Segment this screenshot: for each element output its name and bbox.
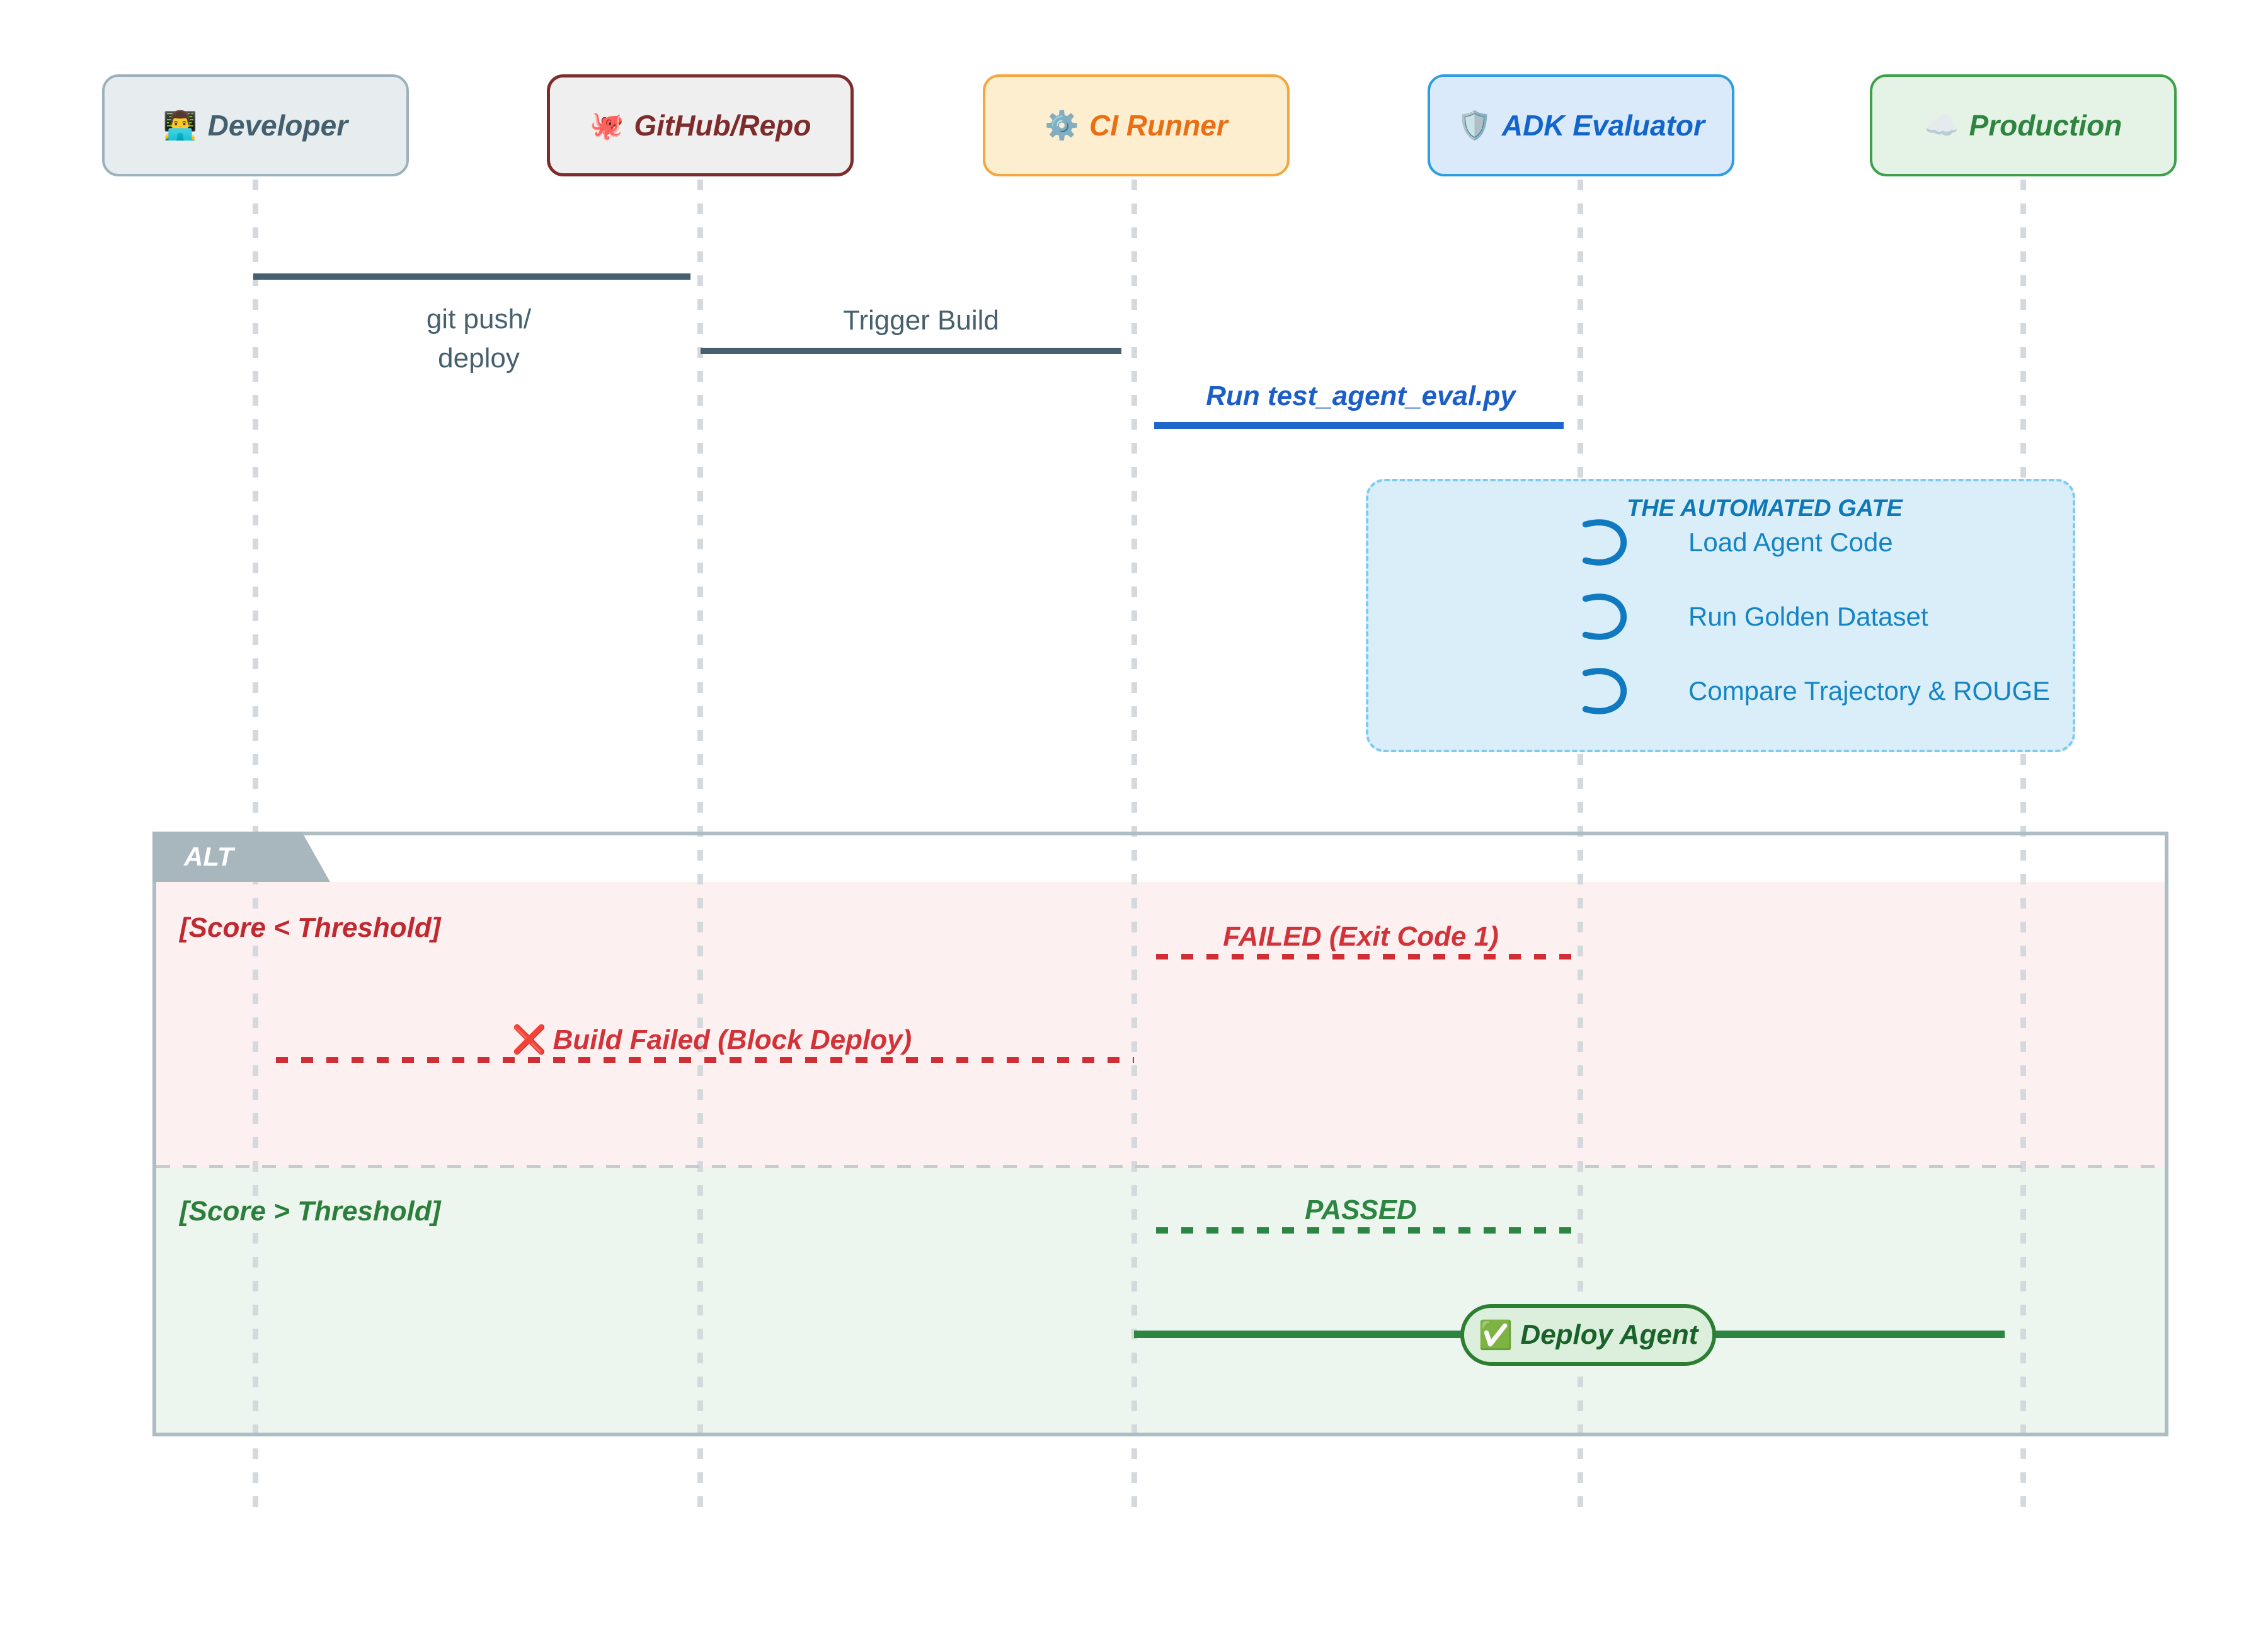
message-git-push-label-line1: git push/ (426, 304, 532, 335)
shield-icon: 🛡️ (1457, 110, 1492, 141)
message-passed-label: PASSED (1305, 1194, 1417, 1225)
lifeline-adk-evaluator (1578, 180, 1583, 1518)
actor-label: Production (1969, 109, 2122, 142)
alt-branch-divider (156, 1165, 2165, 1168)
alt-pass-section-background (156, 1167, 2165, 1433)
guard-fail-label: [Score < Threshold] (180, 912, 441, 943)
message-trigger-build-line (701, 348, 1121, 354)
message-failed-line (1156, 954, 1577, 959)
message-git-push-line (253, 273, 690, 280)
message-build-failed-line (276, 1057, 1134, 1063)
note-step-row: Load Agent Code (1576, 515, 1893, 570)
actor-label: GitHub/Repo (634, 109, 811, 142)
message-git-push-label-line2: deploy (438, 343, 520, 374)
actor-label: Developer (207, 109, 348, 142)
actor-label: ADK Evaluator (1501, 109, 1705, 142)
deploy-agent-pill: ✅ Deploy Agent (1460, 1304, 1716, 1366)
lifeline-github-repo (697, 180, 703, 1518)
note-title: THE AUTOMATED GATE (1627, 495, 1903, 522)
note-step-label: Load Agent Code (1688, 527, 1893, 557)
actor-label: CI Runner (1089, 109, 1228, 142)
actor-production: ☁️ Production (1870, 74, 2177, 176)
lifeline-ci-runner (1131, 180, 1137, 1518)
gear-icon: ⚙️ (1045, 110, 1079, 141)
alt-fail-section-background (156, 882, 2165, 1167)
note-step-row: Compare Trajectory & ROUGE (1576, 664, 2050, 718)
alt-tab: ALT (152, 832, 330, 882)
loop-arrow-icon (1582, 519, 1627, 566)
message-run-eval-line (1154, 422, 1564, 429)
cloud-icon: ☁️ (1924, 110, 1959, 141)
alt-label: ALT (184, 842, 234, 871)
developer-icon: 👨‍💻 (163, 110, 198, 141)
actor-ci-runner: ⚙️ CI Runner (983, 74, 1290, 176)
note-step-label: Run Golden Dataset (1688, 602, 1928, 631)
message-trigger-build-label: Trigger Build (843, 305, 999, 336)
actor-developer: 👨‍💻 Developer (102, 74, 409, 176)
deploy-agent-label: Deploy Agent (1520, 1319, 1698, 1350)
message-failed-label: FAILED (Exit Code 1) (1223, 921, 1499, 952)
check-mark-icon: ✅ (1478, 1320, 1513, 1351)
loop-arrow-icon (1582, 593, 1627, 640)
message-run-eval-label: Run test_agent_eval.py (1206, 381, 1516, 411)
note-step-label: Compare Trajectory & ROUGE (1688, 676, 2051, 706)
actor-github-repo: 🐙 GitHub/Repo (547, 74, 854, 176)
octopus-icon: 🐙 (589, 110, 624, 141)
guard-pass-label: [Score > Threshold] (180, 1196, 441, 1227)
loop-arrow-icon (1582, 668, 1627, 714)
note-automated-gate: THE AUTOMATED GATE Load Agent Code Run G… (1366, 479, 2075, 752)
actor-adk-evaluator: 🛡️ ADK Evaluator (1428, 74, 1734, 176)
lifeline-production (2020, 180, 2026, 1518)
cross-mark-icon: ❌ (512, 1024, 547, 1055)
message-git-push-label: git push/ deploy (277, 300, 680, 378)
message-build-failed-label: ❌Build Failed (Block Deploy) (397, 1021, 1027, 1060)
message-build-failed-text: Build Failed (Block Deploy) (553, 1024, 912, 1055)
message-passed-line (1156, 1227, 1577, 1234)
note-step-row: Run Golden Dataset (1576, 590, 1928, 644)
